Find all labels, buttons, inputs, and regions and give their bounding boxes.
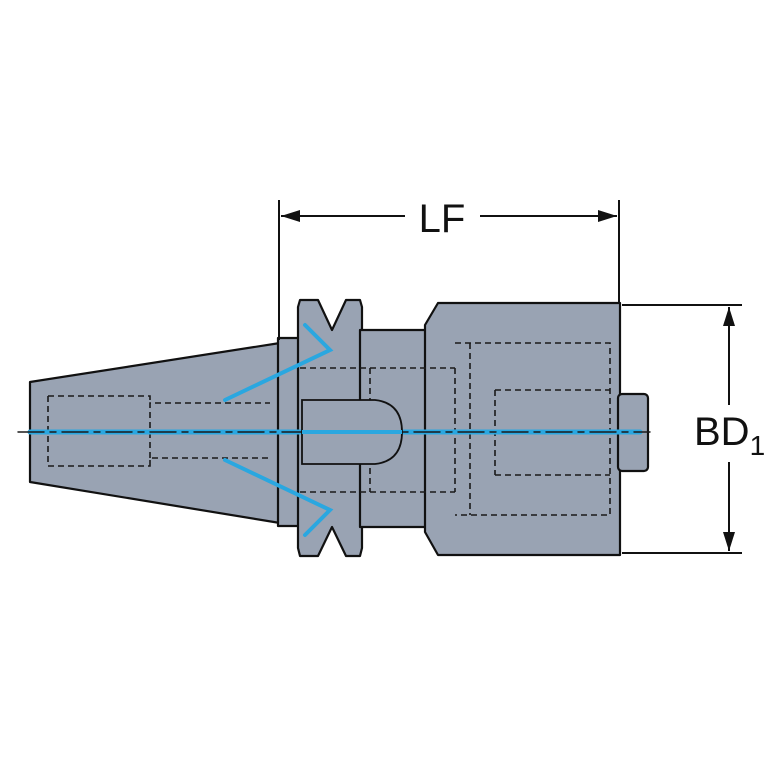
bd-arrow-bottom bbox=[723, 532, 735, 551]
hidden-lines bbox=[47, 342, 611, 516]
dimension-bd1 bbox=[622, 304, 742, 554]
body-bore-hidden bbox=[455, 342, 611, 516]
coolant-channel-lower bbox=[223, 458, 334, 537]
dimension-lf bbox=[278, 200, 620, 340]
bd-label-subscript: 1 bbox=[750, 430, 766, 461]
lf-arrow-left bbox=[281, 210, 300, 222]
lf-label: LF bbox=[419, 197, 466, 241]
bd-arrow-top bbox=[723, 307, 735, 326]
retention-insert bbox=[301, 399, 403, 465]
bd-label: BD1 bbox=[694, 410, 765, 461]
coolant-channel-upper bbox=[223, 323, 334, 402]
taper-bore-hidden bbox=[47, 395, 270, 467]
bd-label-main: BD bbox=[694, 410, 750, 454]
lf-arrow-right bbox=[598, 210, 617, 222]
main-body bbox=[423, 301, 622, 557]
